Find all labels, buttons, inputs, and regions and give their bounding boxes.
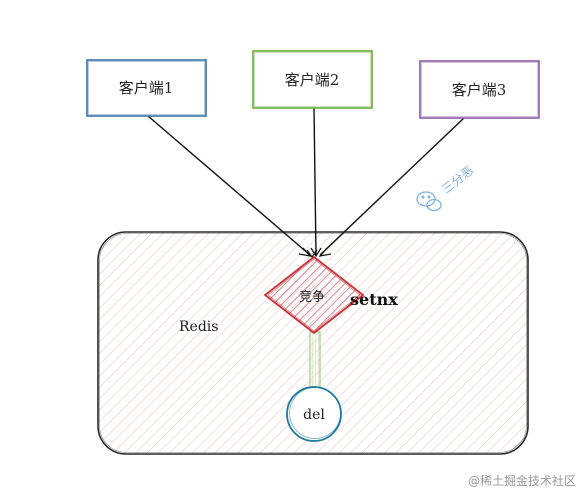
wechat-icon (416, 191, 442, 212)
arrowheads (298, 247, 332, 259)
connector-client-3 (319, 117, 465, 256)
watermark: 三分恶 (416, 163, 476, 212)
client-box-1: 客户端1 (86, 59, 207, 117)
del-node: del (286, 386, 342, 442)
diamond-to-del-connector (309, 331, 321, 393)
client-label-1: 客户端1 (119, 79, 174, 97)
watermark-text: 三分恶 (439, 163, 476, 196)
setnx-label: setnx (350, 290, 398, 309)
client-label-3: 客户端3 (452, 81, 507, 99)
connector-client-2 (313, 107, 317, 256)
redis-label: Redis (179, 319, 218, 335)
client-label-2: 客户端2 (285, 71, 340, 89)
footer-credit: @稀土掘金技术社区 (468, 473, 576, 488)
client-box-2: 客户端2 (252, 50, 373, 109)
del-label: del (303, 407, 325, 423)
competition-label: 竞争 (299, 289, 325, 305)
client-box-3: 客户端3 (419, 60, 540, 119)
connector-client-1 (147, 115, 311, 256)
client-connectors (147, 107, 465, 256)
competition-diamond: 竞争 (263, 255, 365, 335)
